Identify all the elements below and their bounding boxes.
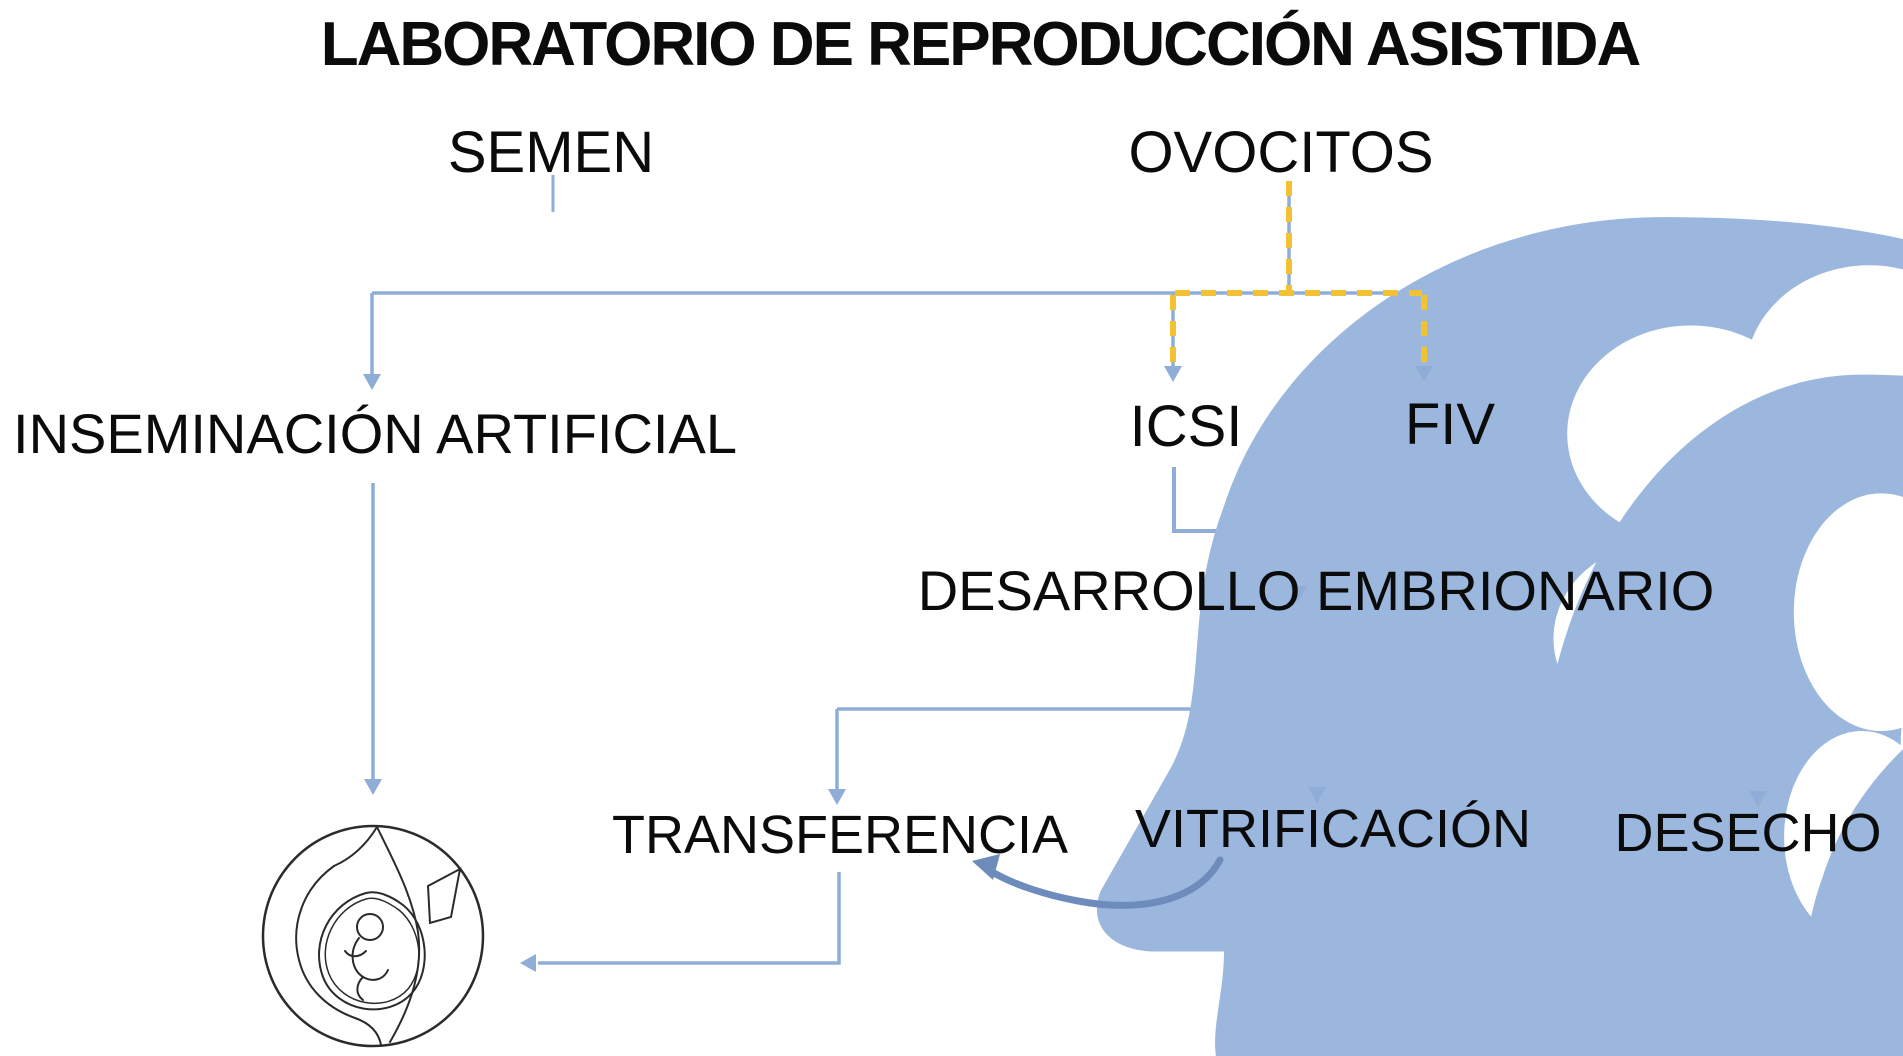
- vitrificacion-to-transferencia-curved-arrow: [972, 854, 1224, 909]
- transferencia-to-pregnancy-shaft: [538, 872, 841, 965]
- arrowheads: [363, 366, 1767, 972]
- node-label-ovocitos: OVOCITOS: [1128, 120, 1434, 185]
- arrowhead-transferencia: [828, 789, 846, 805]
- node-label-desecho: DESECHO: [1614, 803, 1882, 863]
- page-title: LABORATORIO DE REPRODUCCIÓN ASISTIDA: [320, 10, 1641, 79]
- node-label-desarrollo-embrionario: DESARROLLO EMBRIONARIO: [917, 559, 1715, 622]
- node-label-semen: SEMEN: [447, 120, 655, 185]
- node-label-transferencia: TRANSFERENCIA: [611, 805, 1069, 865]
- node-label-icsi: ICSI: [1129, 394, 1243, 459]
- arrowhead-pregnancy-bottom: [520, 954, 536, 972]
- yellow-dashed-routes: [1170, 181, 1427, 366]
- arrowhead-icsi: [1164, 366, 1182, 382]
- node-label-vitrificacion: VITRIFICACIÓN: [1134, 799, 1532, 859]
- node-label-inseminacion-artificial: INSEMINACIÓN ARTIFICIAL: [13, 402, 737, 465]
- arrowhead-fiv: [1415, 366, 1433, 382]
- arrowhead-inseminacion: [363, 374, 381, 390]
- node-label-fiv: FIV: [1404, 392, 1496, 457]
- arrowhead-desarrollo: [1289, 586, 1307, 602]
- pregnant-woman-fetus-icon: [261, 824, 485, 1048]
- arrowhead-desecho: [1749, 791, 1767, 807]
- arrowhead-vitrificacion: [1308, 787, 1326, 803]
- arrowhead-pregnancy-left: [364, 779, 382, 795]
